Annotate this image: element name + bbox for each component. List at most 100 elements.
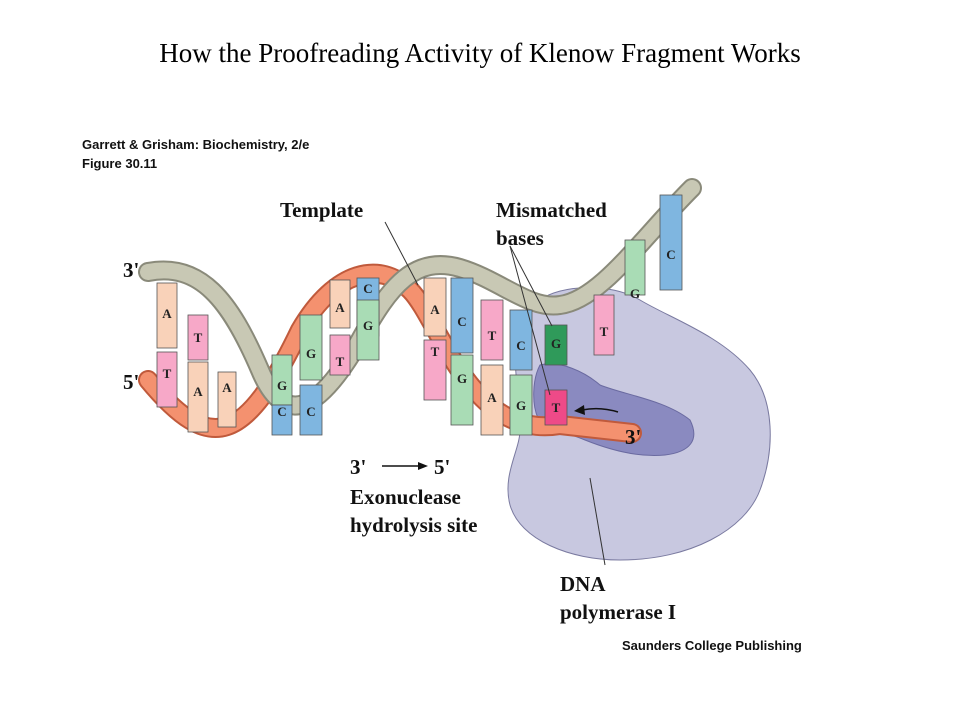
base-letter: A	[430, 302, 440, 317]
base-letter: G	[516, 398, 526, 413]
base-letter: G	[630, 286, 640, 301]
base-letter: C	[306, 404, 315, 419]
base-G-21: G	[544, 324, 568, 366]
base-letter: T	[552, 400, 561, 415]
base-rect	[480, 299, 504, 361]
base-A-4: A	[217, 371, 237, 428]
base-T-22: T	[544, 389, 568, 426]
base-letter: G	[551, 336, 561, 351]
base-rect	[271, 404, 293, 436]
base-rect	[217, 371, 237, 428]
direction-arrowhead	[418, 462, 428, 470]
base-rect	[450, 277, 474, 354]
base-T-14: T	[423, 339, 447, 401]
hydrolysis-arrowhead	[574, 405, 585, 415]
source-figure-number: Figure 30.11	[82, 156, 158, 171]
base-rect	[544, 324, 568, 366]
base-letter: A	[335, 300, 345, 315]
base-rect	[659, 194, 683, 291]
base-letter: G	[306, 346, 316, 361]
template-leader-line	[384, 221, 419, 286]
direction-from-label: 3'	[350, 455, 367, 479]
base-letter: C	[516, 338, 525, 353]
base-letter: A	[193, 384, 203, 399]
base-T-10: T	[329, 334, 351, 376]
base-G-16: G	[450, 354, 474, 426]
base-G-20: G	[509, 374, 533, 436]
base-rect	[509, 309, 533, 371]
base-G-12: G	[356, 299, 380, 361]
base-rect	[480, 364, 504, 436]
base-rect	[356, 299, 380, 361]
mismatch-leader-line-t	[509, 245, 551, 396]
mismatched-label-line2: bases	[496, 226, 544, 250]
base-rect	[156, 351, 178, 408]
base-rect	[544, 389, 568, 426]
base-letter: C	[457, 314, 466, 329]
template-label: Template	[280, 198, 364, 222]
base-rect	[329, 334, 351, 376]
base-T-17: T	[480, 299, 504, 361]
base-rect	[423, 339, 447, 401]
base-A-9: A	[329, 279, 351, 329]
base-G-7: G	[299, 314, 323, 381]
base-letter: T	[336, 354, 345, 369]
base-T-23: T	[593, 294, 615, 356]
base-letter: C	[666, 247, 675, 262]
base-letter: C	[277, 404, 286, 419]
base-A-0: A	[156, 282, 178, 349]
base-C-19: C	[509, 309, 533, 371]
base-rect	[299, 314, 323, 381]
base-A-13: A	[423, 277, 447, 337]
base-letter: A	[222, 380, 232, 395]
base-C-8: C	[299, 384, 323, 436]
base-letter: A	[487, 390, 497, 405]
base-letter: T	[194, 330, 203, 345]
base-A-3: A	[187, 361, 209, 433]
base-G-5: G	[271, 354, 293, 406]
base-G-24: G	[624, 239, 646, 301]
three-prime-top-label: 3'	[123, 258, 140, 282]
mismatched-label-line1: Mismatched	[496, 198, 607, 222]
base-rect	[509, 374, 533, 436]
base-C-15: C	[450, 277, 474, 354]
base-rect	[423, 277, 447, 337]
three-prime-end-label: 3'	[625, 425, 642, 449]
base-C-6: C	[271, 404, 293, 436]
source-book-title: Garrett & Grisham: Biochemistry, 2/e	[82, 137, 310, 152]
five-prime-left-label: 5'	[123, 370, 140, 394]
polymerase-label-line2: polymerase I	[560, 600, 677, 624]
exonuclease-label-line2: hydrolysis site	[350, 513, 478, 537]
base-rect	[593, 294, 615, 356]
template-strand	[138, 178, 702, 416]
direction-to-label: 5'	[434, 455, 451, 479]
base-rect	[329, 279, 351, 329]
base-letter: A	[162, 306, 172, 321]
base-A-18: A	[480, 364, 504, 436]
base-rect	[450, 354, 474, 426]
base-letter: G	[457, 371, 467, 386]
base-letter: G	[277, 378, 287, 393]
base-letter: G	[363, 318, 373, 333]
base-T-1: T	[156, 351, 178, 408]
mismatch-leader-line-g	[509, 245, 553, 327]
exonuclease-label-line1: Exonuclease	[350, 485, 461, 509]
base-letter: T	[600, 324, 609, 339]
base-rect	[624, 239, 646, 296]
base-rect	[156, 282, 178, 349]
base-rect	[299, 384, 323, 436]
hydrolysis-arrow	[581, 407, 619, 413]
base-letter: T	[431, 344, 440, 359]
base-T-2: T	[187, 314, 209, 361]
base-rect	[187, 314, 209, 361]
base-rect	[187, 361, 209, 433]
polymerase-leader-line	[589, 477, 606, 566]
base-letter: T	[488, 328, 497, 343]
page-title: How the Proofreading Activity of Klenow …	[159, 38, 801, 68]
publisher-credit: Saunders College Publishing	[622, 638, 802, 653]
base-C-25: C	[659, 194, 683, 291]
polymerase-label-line1: DNA	[560, 572, 606, 596]
base-letter: C	[363, 281, 372, 296]
